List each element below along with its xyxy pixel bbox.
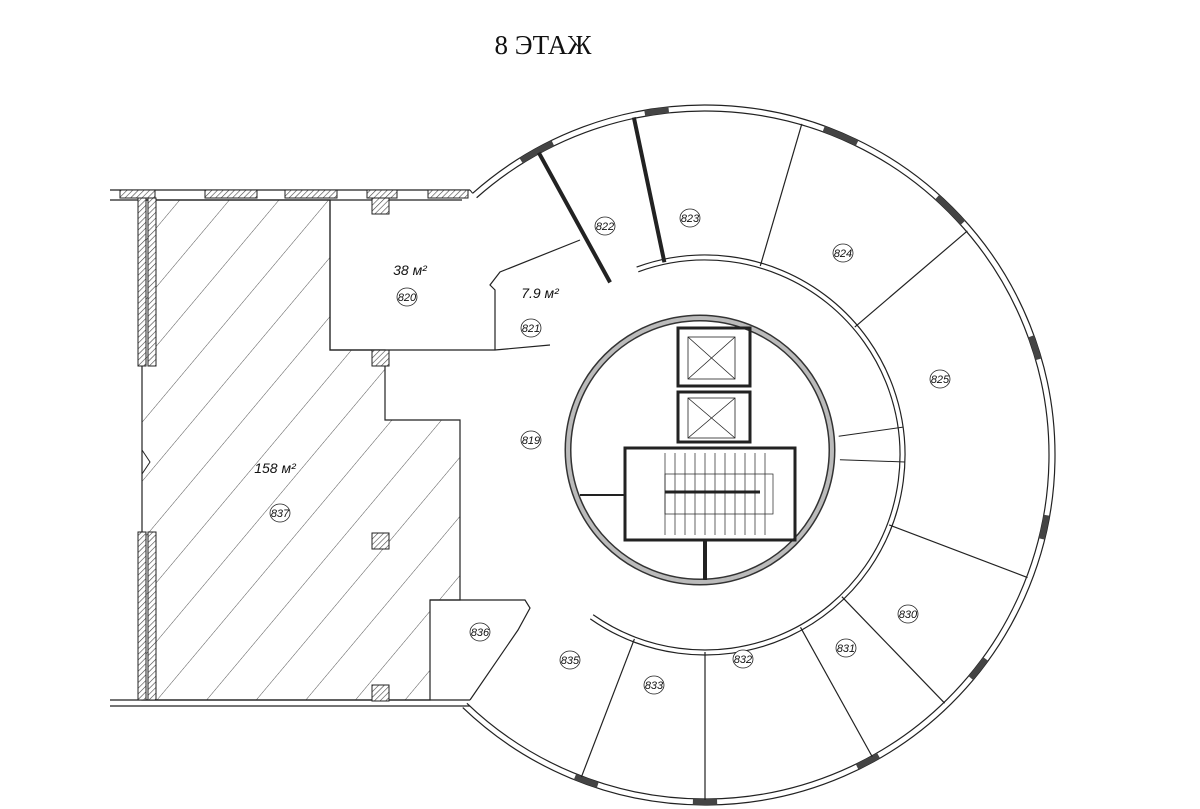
- outer-wall: [462, 104, 1056, 806]
- room-833: 833: [643, 675, 665, 695]
- partition-wall: [537, 151, 612, 284]
- room-824: 824: [832, 243, 854, 263]
- room-830: 830: [897, 604, 919, 624]
- partition-wall: [631, 117, 667, 263]
- column: [822, 126, 859, 146]
- room-number-circle: [679, 208, 701, 228]
- room-number-circle: [396, 287, 418, 307]
- room-number: 823: [681, 213, 700, 225]
- room-area: 7.9 м²: [521, 285, 560, 301]
- room-number-circle: [643, 675, 665, 695]
- partition-wall: [841, 596, 946, 704]
- room-835: 835: [559, 650, 581, 670]
- room-number: 825: [931, 374, 950, 386]
- room-number-circle: [520, 318, 542, 338]
- room-822: 822: [594, 216, 616, 236]
- column: [644, 106, 670, 117]
- room-number: 832: [734, 654, 752, 666]
- partition-wall: [799, 627, 873, 758]
- room-825: 825: [929, 369, 951, 389]
- room-area: 38 м²: [393, 262, 428, 278]
- room-number: 820: [398, 292, 417, 304]
- room-labels: 819 820 38 м² 821 7.9 м² 822 823 824 825 830 831 83…: [254, 208, 951, 695]
- room-number: 819: [522, 435, 540, 447]
- room-number-circle: [732, 649, 754, 669]
- room-number-circle: [520, 430, 542, 450]
- room-number: 836: [471, 627, 490, 639]
- room-number: 833: [645, 680, 664, 692]
- room-number: 824: [834, 248, 852, 260]
- exterior-walls: [110, 189, 581, 707]
- room-821: 821 7.9 м²: [520, 285, 560, 338]
- column: [935, 194, 966, 225]
- column: [519, 140, 555, 164]
- room-number-circle: [469, 622, 491, 642]
- room-number-circle: [832, 243, 854, 263]
- room-836: 836: [469, 622, 491, 642]
- room-823: 823: [679, 208, 701, 228]
- column: [968, 657, 989, 680]
- partition-wall: [759, 123, 803, 267]
- column: [573, 773, 599, 788]
- partition-wall: [854, 230, 968, 328]
- floor-title: 8 ЭТАЖ: [494, 30, 592, 60]
- column: [1038, 514, 1050, 540]
- elevator-icon: [687, 336, 736, 439]
- room-831: 831: [835, 638, 857, 658]
- room-number-circle: [559, 650, 581, 670]
- room-number-circle: [897, 604, 919, 624]
- room-number: 821: [522, 323, 540, 335]
- radial-walls: [462, 104, 1056, 806]
- column: [855, 752, 880, 770]
- room-819: 819: [520, 430, 542, 450]
- room-832: 832: [732, 649, 754, 669]
- room-number-circle: [835, 638, 857, 658]
- room-number: 822: [596, 221, 614, 233]
- column: [1028, 335, 1042, 361]
- room-number: 835: [561, 655, 580, 667]
- room-837: 837 158 м²: [254, 460, 297, 523]
- stairs-icon: [664, 453, 774, 535]
- room-number-circle: [594, 216, 616, 236]
- room-number: 831: [837, 643, 855, 655]
- partition-wall: [888, 524, 1028, 579]
- corridor-wall: [592, 259, 901, 651]
- room-number: 837: [271, 508, 290, 520]
- room-820: 820 38 м²: [393, 262, 428, 307]
- room-area: 158 м²: [254, 460, 297, 476]
- room-number: 830: [899, 609, 918, 621]
- room-number-circle: [929, 369, 951, 389]
- core: [564, 314, 836, 586]
- room-number-circle: [269, 503, 291, 523]
- partition-wall: [580, 638, 635, 778]
